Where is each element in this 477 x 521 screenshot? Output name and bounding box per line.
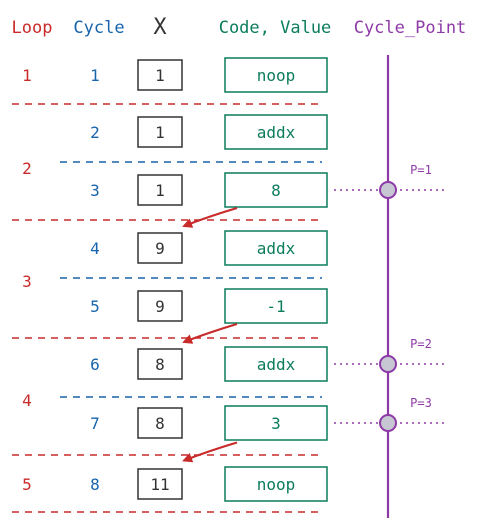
x-value-box [137,174,183,206]
x-value: 1 [155,66,165,85]
cycle-points: P=1P=2P=3 [334,163,446,432]
loop-number: 5 [22,475,32,494]
x-value: 8 [155,414,165,433]
code-value-box [224,172,328,208]
code-value: addx [257,239,296,258]
cycle-point-node [379,414,397,432]
loop-labels: 1 2 3 4 5 [22,66,32,494]
x-value: 9 [155,239,165,258]
cycle-number: 5 [90,297,100,316]
cycle-point-node [379,181,397,199]
x-value: 11 [150,475,169,494]
code-value-box [224,346,328,382]
header-x: X [153,15,167,40]
cycle-number: 6 [90,355,100,374]
x-update-arrow [182,206,238,228]
cycle-point-label: P=3 [410,396,432,410]
header-cycle-point: Cycle_Point [354,18,467,38]
cycle-number: 8 [90,475,100,494]
row-separators [12,103,322,513]
cycle-number: 1 [90,66,100,85]
code-value: addx [257,355,296,374]
x-value: 1 [155,123,165,142]
header-loop: Loop [12,18,53,38]
cycle-number: 2 [90,123,100,142]
loop-number: 1 [22,66,32,85]
x-value: 8 [155,355,165,374]
header-cycle: Cycle [73,18,124,38]
cycle-number: 3 [90,181,100,200]
cycle-point-label: P=2 [410,337,432,351]
x-value-box [137,290,183,322]
loop-number: 3 [22,272,32,291]
code-value-box [224,230,328,266]
header-code-value: Code, Value [219,18,332,38]
loop-number: 2 [22,159,32,178]
code-value: -1 [266,297,285,316]
cycle-point-label: P=1 [410,163,432,177]
x-value-box [137,232,183,264]
code-value-box [224,57,328,93]
x-update-arrows [182,206,238,463]
cycle-number: 4 [90,239,100,258]
code-value-box [224,466,328,502]
cycle-point-node [379,355,397,373]
code-value-box [224,114,328,150]
code-value: noop [257,66,296,85]
x-update-arrow [182,322,238,344]
x-update-arrow [182,441,238,463]
x-value-box [137,59,183,91]
x-value: 1 [155,181,165,200]
x-value-box [137,407,183,439]
code-value: 8 [271,181,281,200]
x-value-box [137,116,183,148]
code-value: noop [257,475,296,494]
code-value: addx [257,123,296,142]
x-value-box [137,468,183,500]
code-value: 3 [271,414,281,433]
x-value-box [137,348,183,380]
x-value: 9 [155,297,165,316]
cycle-number: 7 [90,414,100,433]
code-value-box [224,405,328,441]
code-value-box [224,288,328,324]
loop-number: 4 [22,391,32,410]
